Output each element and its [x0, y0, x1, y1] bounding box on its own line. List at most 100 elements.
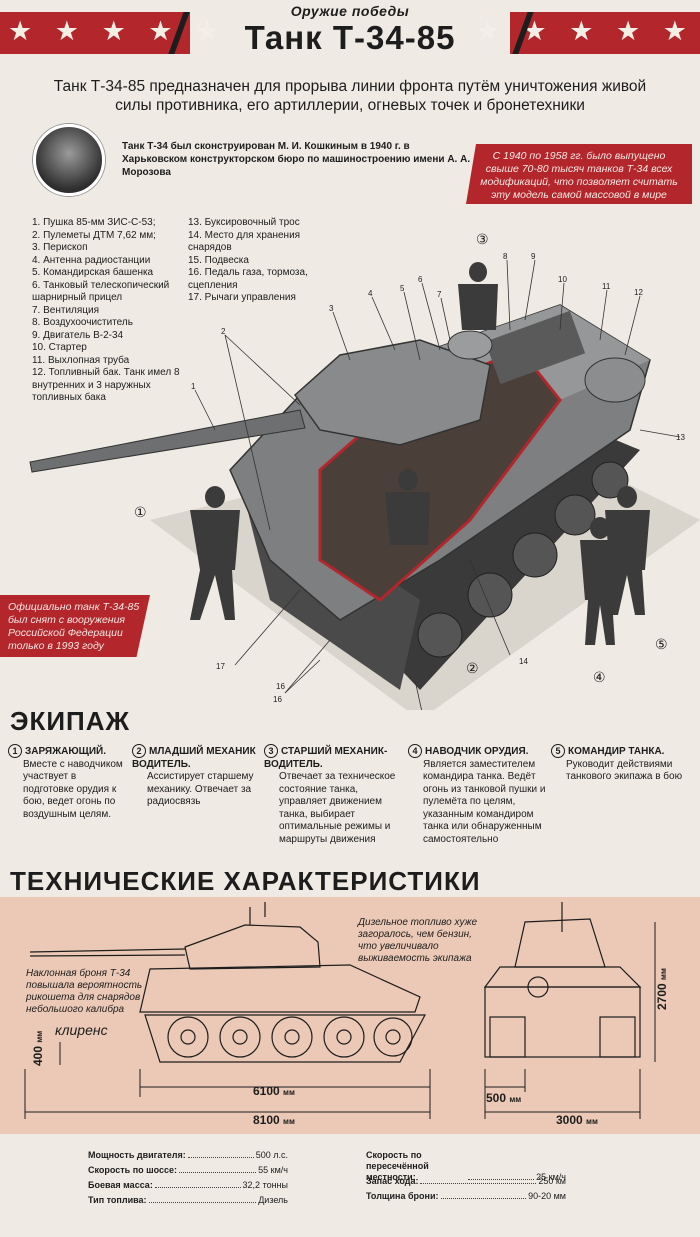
crew-heading: ЭКИПАЖ [10, 706, 131, 736]
crew-desc: Отвечает за техническое состояние танка,… [279, 771, 396, 845]
dim-width: 3000 мм [556, 1113, 598, 1127]
parts-item: 9. Двигатель В-2-34 [32, 329, 124, 341]
spec-row: Скорость по шоссе:55 км/ч [88, 1165, 288, 1175]
crew-marker-4: ④ [593, 670, 606, 686]
parts-item: 6. Танковый телескопический шарнирный пр… [32, 279, 170, 304]
page-title: Танк Т-34-85 [244, 19, 456, 56]
parts-item: 13. Буксировочный трос [188, 217, 300, 228]
crew-title: МЛАДШИЙ МЕХАНИК ВОДИТЕЛЬ. [132, 746, 256, 770]
tank-front-view [483, 902, 642, 1058]
crew-markers: ① ② ③ ④ ⑤ [134, 232, 668, 686]
parts-legend-left: 1. Пушка 85-мм ЗИС-С-53; 2. Пулеметы ДТМ… [32, 217, 182, 405]
callout-16b: 16 [276, 682, 285, 691]
crew-title: ЗАРЯЖАЮЩИЙ. [25, 746, 107, 757]
crew-figures [190, 262, 650, 645]
dim-clearance: 400 мм [31, 1030, 45, 1066]
crew-marker-1: ① [134, 505, 147, 521]
callout-2: 2 [221, 327, 226, 336]
callout-10: 10 [558, 275, 567, 284]
parts-item: 1. Пушка 85-мм ЗИС-С-53; [32, 217, 156, 228]
service-note: Официально танк Т-34-85 был снят с воору… [0, 595, 150, 657]
callout-14: 14 [519, 657, 528, 666]
crew-desc: Вместе с наводчиком участвует в подготов… [23, 758, 123, 820]
spec-row: Мощность двигателя:500 л.с. [88, 1150, 288, 1160]
dim-height: 2700 мм [655, 968, 669, 1010]
road-wheels [417, 461, 629, 658]
header: ★ ★ ★ ★ ★ ★ ★ ★ ★ ★ Оружие победы Танк Т… [0, 0, 700, 70]
tech-heading: ТЕХНИЧЕСКИЕ ХАРАКТЕРИСТИКИ [10, 866, 481, 896]
callout-13: 13 [676, 433, 685, 442]
crew-number: 5 [551, 744, 565, 758]
crew-number: 2 [132, 744, 146, 758]
parts-item: 8. Воздухоочиститель [32, 317, 133, 328]
callout-labels: 1 2 3 4 5 6 7 8 9 10 11 12 13 14 15 16 1… [191, 252, 685, 704]
tank-blueprint [24, 902, 656, 1119]
callout-4: 4 [368, 289, 373, 298]
crew-number: 3 [264, 744, 278, 758]
spec-row: Тип топлива:Дизель [88, 1195, 288, 1205]
callout-16: 16 [273, 695, 282, 704]
header-band-left [0, 12, 190, 54]
spec-row: Толщина брони:90-20 мм [366, 1191, 566, 1201]
commander-cupola [447, 330, 493, 360]
crew-number: 1 [8, 744, 22, 758]
spec-row: Боевая масса:32,2 тонны [88, 1180, 288, 1190]
header-band-right [510, 12, 700, 54]
callout-17: 17 [216, 662, 225, 671]
dim-hull-length: 6100 мм [253, 1084, 295, 1098]
parts-item: 10. Стартер [32, 342, 87, 353]
diesel-note: Дизельное топливо хуже загоралось, чем б… [358, 917, 478, 964]
callout-7: 7 [437, 290, 442, 299]
crew-marker-2: ② [466, 661, 479, 677]
crew-marker-3: ③ [476, 232, 489, 248]
crew-desc: Является заместителем командира танка. В… [423, 758, 546, 845]
parts-item: 2. Пулеметы ДТМ 7,62 мм; [32, 229, 156, 241]
crew-desc: Ассистирует старшему механику. Отвечает … [147, 771, 254, 807]
intro-text: Танк Т-34-85 предназначен для прорыва ли… [53, 78, 647, 114]
spec-row: Скорость по пересечённой местности:25 км… [366, 1150, 566, 1182]
crew-number: 4 [408, 744, 422, 758]
callout-3: 3 [329, 304, 334, 313]
header-subtitle: Оружие победы [290, 3, 410, 19]
callout-6: 6 [418, 275, 423, 284]
callout-9: 9 [531, 252, 536, 261]
parts-item: 16. Педаль газа, тормоза, сцепления [188, 267, 308, 291]
crew-marker-5: ⑤ [655, 637, 668, 653]
crew-title: СТАРШИЙ МЕХАНИК-ВОДИТЕЛЬ. [264, 746, 388, 770]
parts-item: 17. Рычаги управления [188, 292, 296, 303]
callout-5: 5 [400, 284, 405, 293]
parts-item: 11. Выхлопная труба [32, 354, 130, 366]
callout-8: 8 [503, 252, 508, 261]
armor-note: Наклонная броня Т-34 повышала вероятност… [26, 968, 143, 1015]
dim-track: 500 мм [486, 1091, 522, 1105]
callout-12: 12 [634, 288, 643, 297]
dim-total-length: 8100 мм [253, 1113, 295, 1127]
parts-item: 14. Место для хранения снарядов [188, 229, 301, 254]
designer-note: Танк Т-34 был сконструирован М. И. Кошки… [122, 141, 471, 178]
parts-item: 15. Подвеска [188, 254, 249, 266]
callout-lines [194, 259, 681, 710]
parts-legend-right: 13. Буксировочный трос 14. Место для хра… [188, 217, 318, 305]
parts-item: 7. Вентиляция [32, 304, 100, 316]
stars-right-icon: ★ ★ ★ ★ ★ [475, 16, 694, 47]
parts-item: 5. Командирская башенка [32, 267, 154, 278]
parts-item: 12. Топливный бак. Танк имел 8 внутренни… [32, 367, 180, 403]
clearance-label: клиренс [55, 1022, 108, 1038]
designer-portrait [33, 124, 105, 196]
dimension-lines [24, 922, 656, 1119]
production-note: С 1940 по 1958 гг. было выпущено свыше 7… [466, 144, 692, 204]
parts-item: 3. Перископ [32, 242, 88, 253]
spec-row: Запас хода:250 км [366, 1176, 566, 1186]
tank-side-view [29, 902, 426, 1063]
callout-1: 1 [191, 382, 196, 391]
tank-gun [29, 409, 306, 473]
crew-title: НАВОДЧИК ОРУДИЯ. [425, 746, 529, 757]
tank-turret [293, 339, 491, 446]
callout-11: 11 [602, 282, 611, 291]
crew-title: КОМАНДИР ТАНКА. [568, 746, 665, 757]
